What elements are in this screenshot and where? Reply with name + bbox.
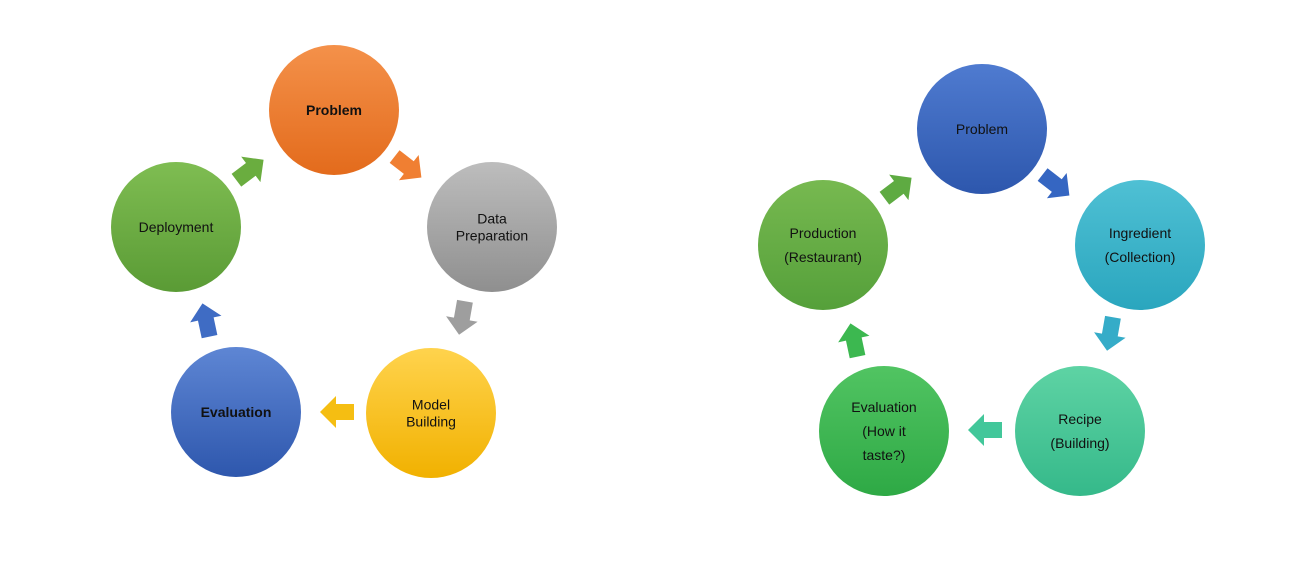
right-node-problem-circle (917, 64, 1047, 194)
left-node-deployment-circle (111, 162, 241, 292)
right-node-recipe-label: Recipe (1058, 411, 1102, 427)
left-node-problem-circle (269, 45, 399, 175)
left-arrow-2 (446, 299, 478, 335)
right-node-ingredient-label: (Collection) (1105, 249, 1176, 265)
right-node-evaluation-label: Evaluation (851, 399, 916, 415)
left-node-evaluation-circle (171, 347, 301, 477)
right-node-ingredient: Ingredient (Collection) (1075, 180, 1205, 310)
left-node-problem: Problem (269, 45, 399, 175)
right-arrow-3 (968, 414, 1002, 446)
left-arrow-1 (389, 150, 422, 181)
left-node-data-preparation-label: Preparation (456, 228, 528, 244)
right-node-recipe-circle (1015, 366, 1145, 496)
right-arrow-5 (879, 174, 912, 205)
left-node-evaluation: Evaluation (171, 347, 301, 477)
left-node-data-preparation-label: Data (477, 211, 507, 227)
left-arrow-5 (231, 156, 264, 187)
right-node-recipe-label: (Building) (1050, 435, 1109, 451)
right-node-evaluation: Evaluation (How it taste?) (819, 366, 949, 496)
left-node-model-building-label: Building (406, 414, 456, 430)
right-node-production-label: Production (790, 225, 857, 241)
left-node-model-building-circle (366, 348, 496, 478)
left-arrow-3 (320, 396, 354, 428)
right-node-production: Production (Restaurant) (758, 180, 888, 310)
right-arrow-1 (1037, 168, 1070, 199)
left-node-evaluation-label: Evaluation (201, 404, 272, 420)
right-node-evaluation-label: taste?) (863, 447, 906, 463)
right-node-recipe: Recipe (Building) (1015, 366, 1145, 496)
left-node-deployment: Deployment (111, 162, 241, 292)
left-node-problem-label: Problem (306, 102, 362, 118)
right-node-problem: Problem (917, 64, 1047, 194)
right-node-production-label: (Restaurant) (784, 249, 862, 265)
right-node-ingredient-circle (1075, 180, 1205, 310)
left-node-deployment-label: Deployment (139, 219, 214, 235)
right-node-production-circle (758, 180, 888, 310)
right-node-problem-label: Problem (956, 121, 1008, 137)
right-node-ingredient-label: Ingredient (1109, 225, 1171, 241)
right-arrow-4 (838, 323, 870, 359)
right-node-evaluation-circle (819, 366, 949, 496)
left-arrow-4 (190, 303, 222, 339)
right-arrow-2 (1094, 315, 1126, 351)
left-node-model-building-label: Model (412, 397, 450, 413)
right-node-evaluation-label: (How it (862, 423, 906, 439)
left-node-data-preparation-circle (427, 162, 557, 292)
